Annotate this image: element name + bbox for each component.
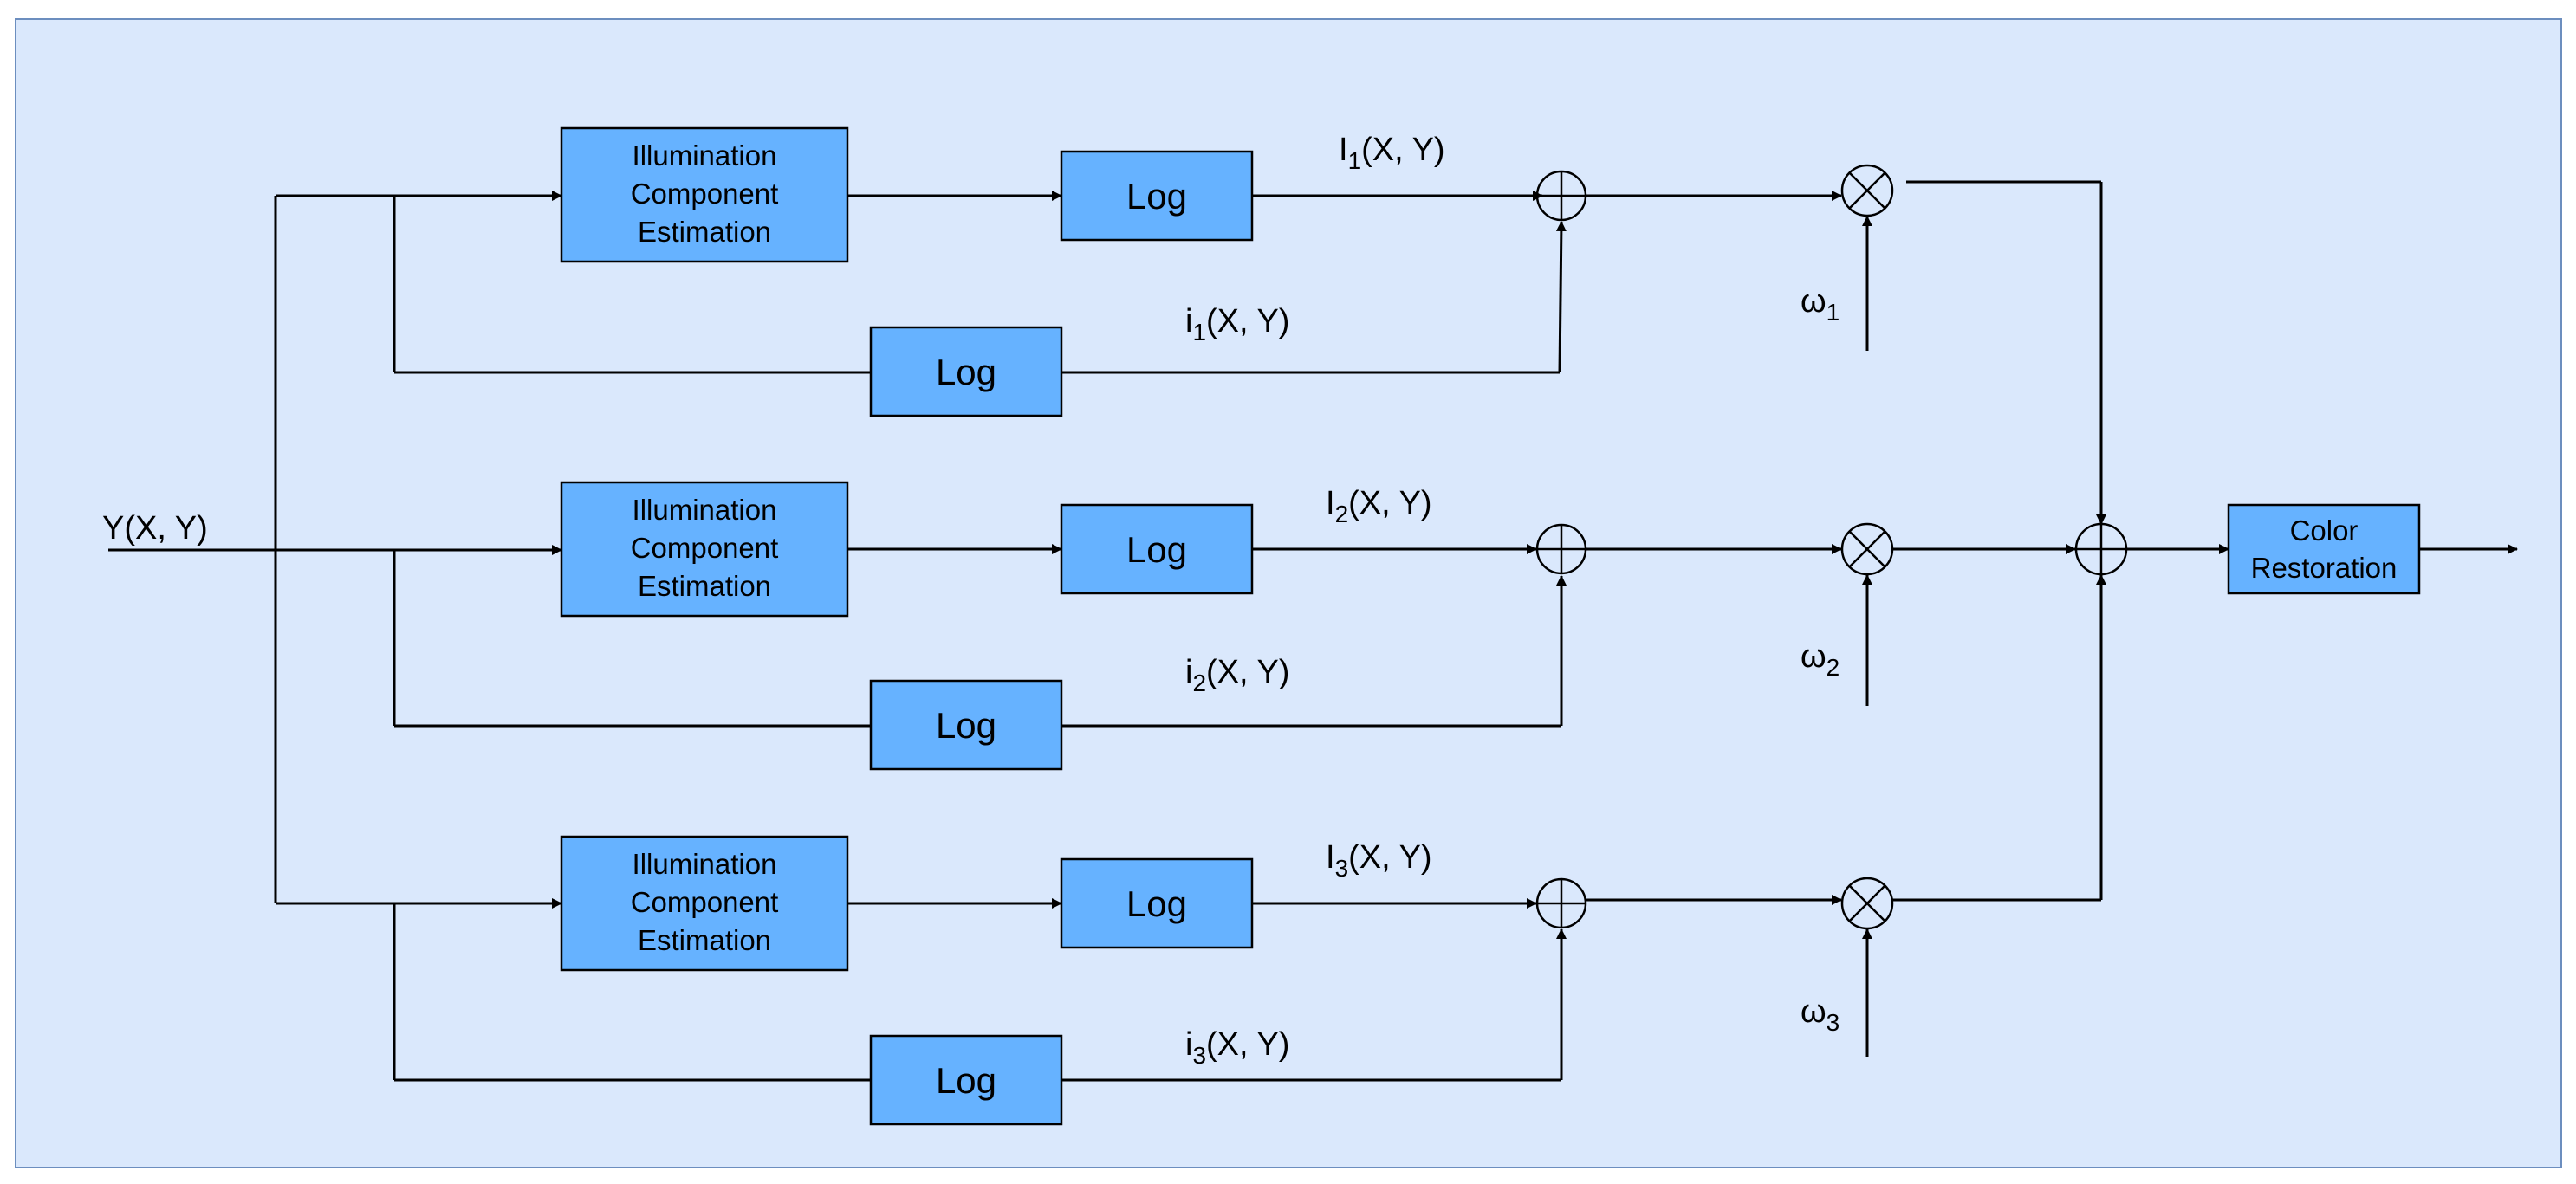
- log-box-bottom: [869, 326, 1063, 417]
- bottom-signal-label: i3(X, Y): [1185, 1026, 1289, 1069]
- bottom-signal-label: i1(X, Y): [1185, 303, 1289, 346]
- branch-2: Illumination Component Estimation Log I2…: [276, 481, 2076, 771]
- top-signal-label: I2(X, Y): [1326, 485, 1432, 527]
- illumination-box-line2: Component: [631, 886, 779, 918]
- log-box-top: [1060, 503, 1254, 595]
- log-box-top-label: Log: [1126, 176, 1187, 217]
- sum-node: [1535, 523, 1587, 575]
- input-label: Y(X, Y): [102, 510, 208, 547]
- illumination-estimation-box: [560, 126, 849, 263]
- illumination-box-line2: Component: [631, 178, 779, 210]
- log-box-bottom-label: Log: [936, 352, 996, 392]
- sum-node: [1535, 170, 1587, 222]
- log-box-bottom-label: Log: [936, 705, 996, 746]
- illumination-box-line3: Estimation: [638, 570, 771, 602]
- bottom-signal-label: i2(X, Y): [1185, 654, 1289, 696]
- illumination-box-line3: Estimation: [638, 216, 771, 248]
- illumination-box-line1: Illumination: [633, 139, 777, 171]
- branch-1: Illumination Component Estimation Log I1…: [276, 126, 2106, 525]
- sum-node: [1535, 877, 1587, 929]
- log-box-top: [1060, 857, 1254, 949]
- log-box-top-label: Log: [1126, 529, 1187, 570]
- log-box-bottom: [869, 1034, 1063, 1126]
- illumination-box-line3: Estimation: [638, 924, 771, 956]
- branch-3: Illumination Component Estimation Log I3…: [276, 574, 2106, 1126]
- diagram-background: [15, 18, 2562, 1168]
- illumination-box-line2: Component: [631, 532, 779, 564]
- log-box-top-label: Log: [1126, 883, 1187, 924]
- final-sum-node: [2074, 522, 2128, 576]
- illumination-estimation-box: [560, 481, 849, 618]
- weight-label: ω1: [1801, 283, 1840, 326]
- log-box-bottom-label: Log: [936, 1060, 996, 1101]
- top-signal-label: I1(X, Y): [1339, 132, 1445, 174]
- illumination-box-line1: Illumination: [633, 848, 777, 880]
- illumination-estimation-box: [560, 835, 849, 972]
- illumination-box-line1: Illumination: [633, 494, 777, 526]
- weight-label: ω2: [1801, 638, 1840, 681]
- weight-label: ω3: [1801, 993, 1840, 1036]
- color-restoration-line1: Color: [2290, 514, 2359, 547]
- log-box-bottom: [869, 679, 1063, 771]
- color-restoration-line2: Restoration: [2251, 552, 2398, 584]
- top-signal-label: I3(X, Y): [1326, 839, 1432, 882]
